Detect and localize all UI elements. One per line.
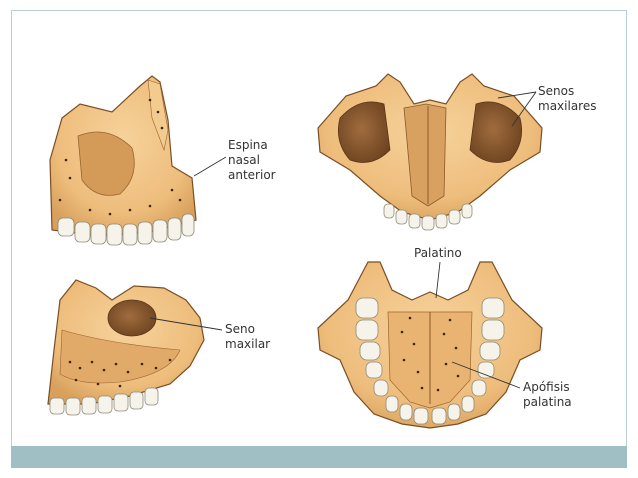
maxilla-lateral-view <box>49 75 197 246</box>
label-senos-maxilares: Senos maxilares <box>538 84 597 113</box>
leader-palatino <box>435 261 441 299</box>
label-seno-maxilar: Seno maxilar <box>225 322 271 351</box>
leader-seno <box>149 317 223 331</box>
maxilla-inferior-view <box>317 261 543 429</box>
leader-espina <box>193 156 227 177</box>
leader-apofisis <box>451 361 521 389</box>
label-apofisis-palatina: Apófisis palatina <box>523 380 572 409</box>
leader-senos-2 <box>511 91 537 127</box>
maxilla-superior-view <box>317 73 543 231</box>
label-palatino: Palatino <box>414 246 462 260</box>
leader-lines <box>149 91 537 389</box>
footer-bar <box>11 446 627 468</box>
maxilla-medial-view <box>47 279 205 416</box>
label-espina-nasal-anterior: Espina nasal anterior <box>228 138 276 182</box>
leader-senos-1 <box>497 91 537 99</box>
